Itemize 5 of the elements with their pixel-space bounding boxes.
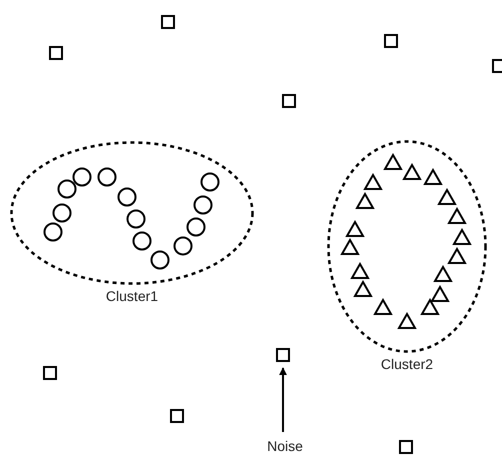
square-marker	[276, 348, 290, 362]
cluster-label: Cluster2	[380, 355, 434, 373]
noise-label: Noise	[267, 437, 303, 455]
arrow	[279, 367, 287, 432]
cluster-label: Cluster1	[106, 287, 158, 305]
